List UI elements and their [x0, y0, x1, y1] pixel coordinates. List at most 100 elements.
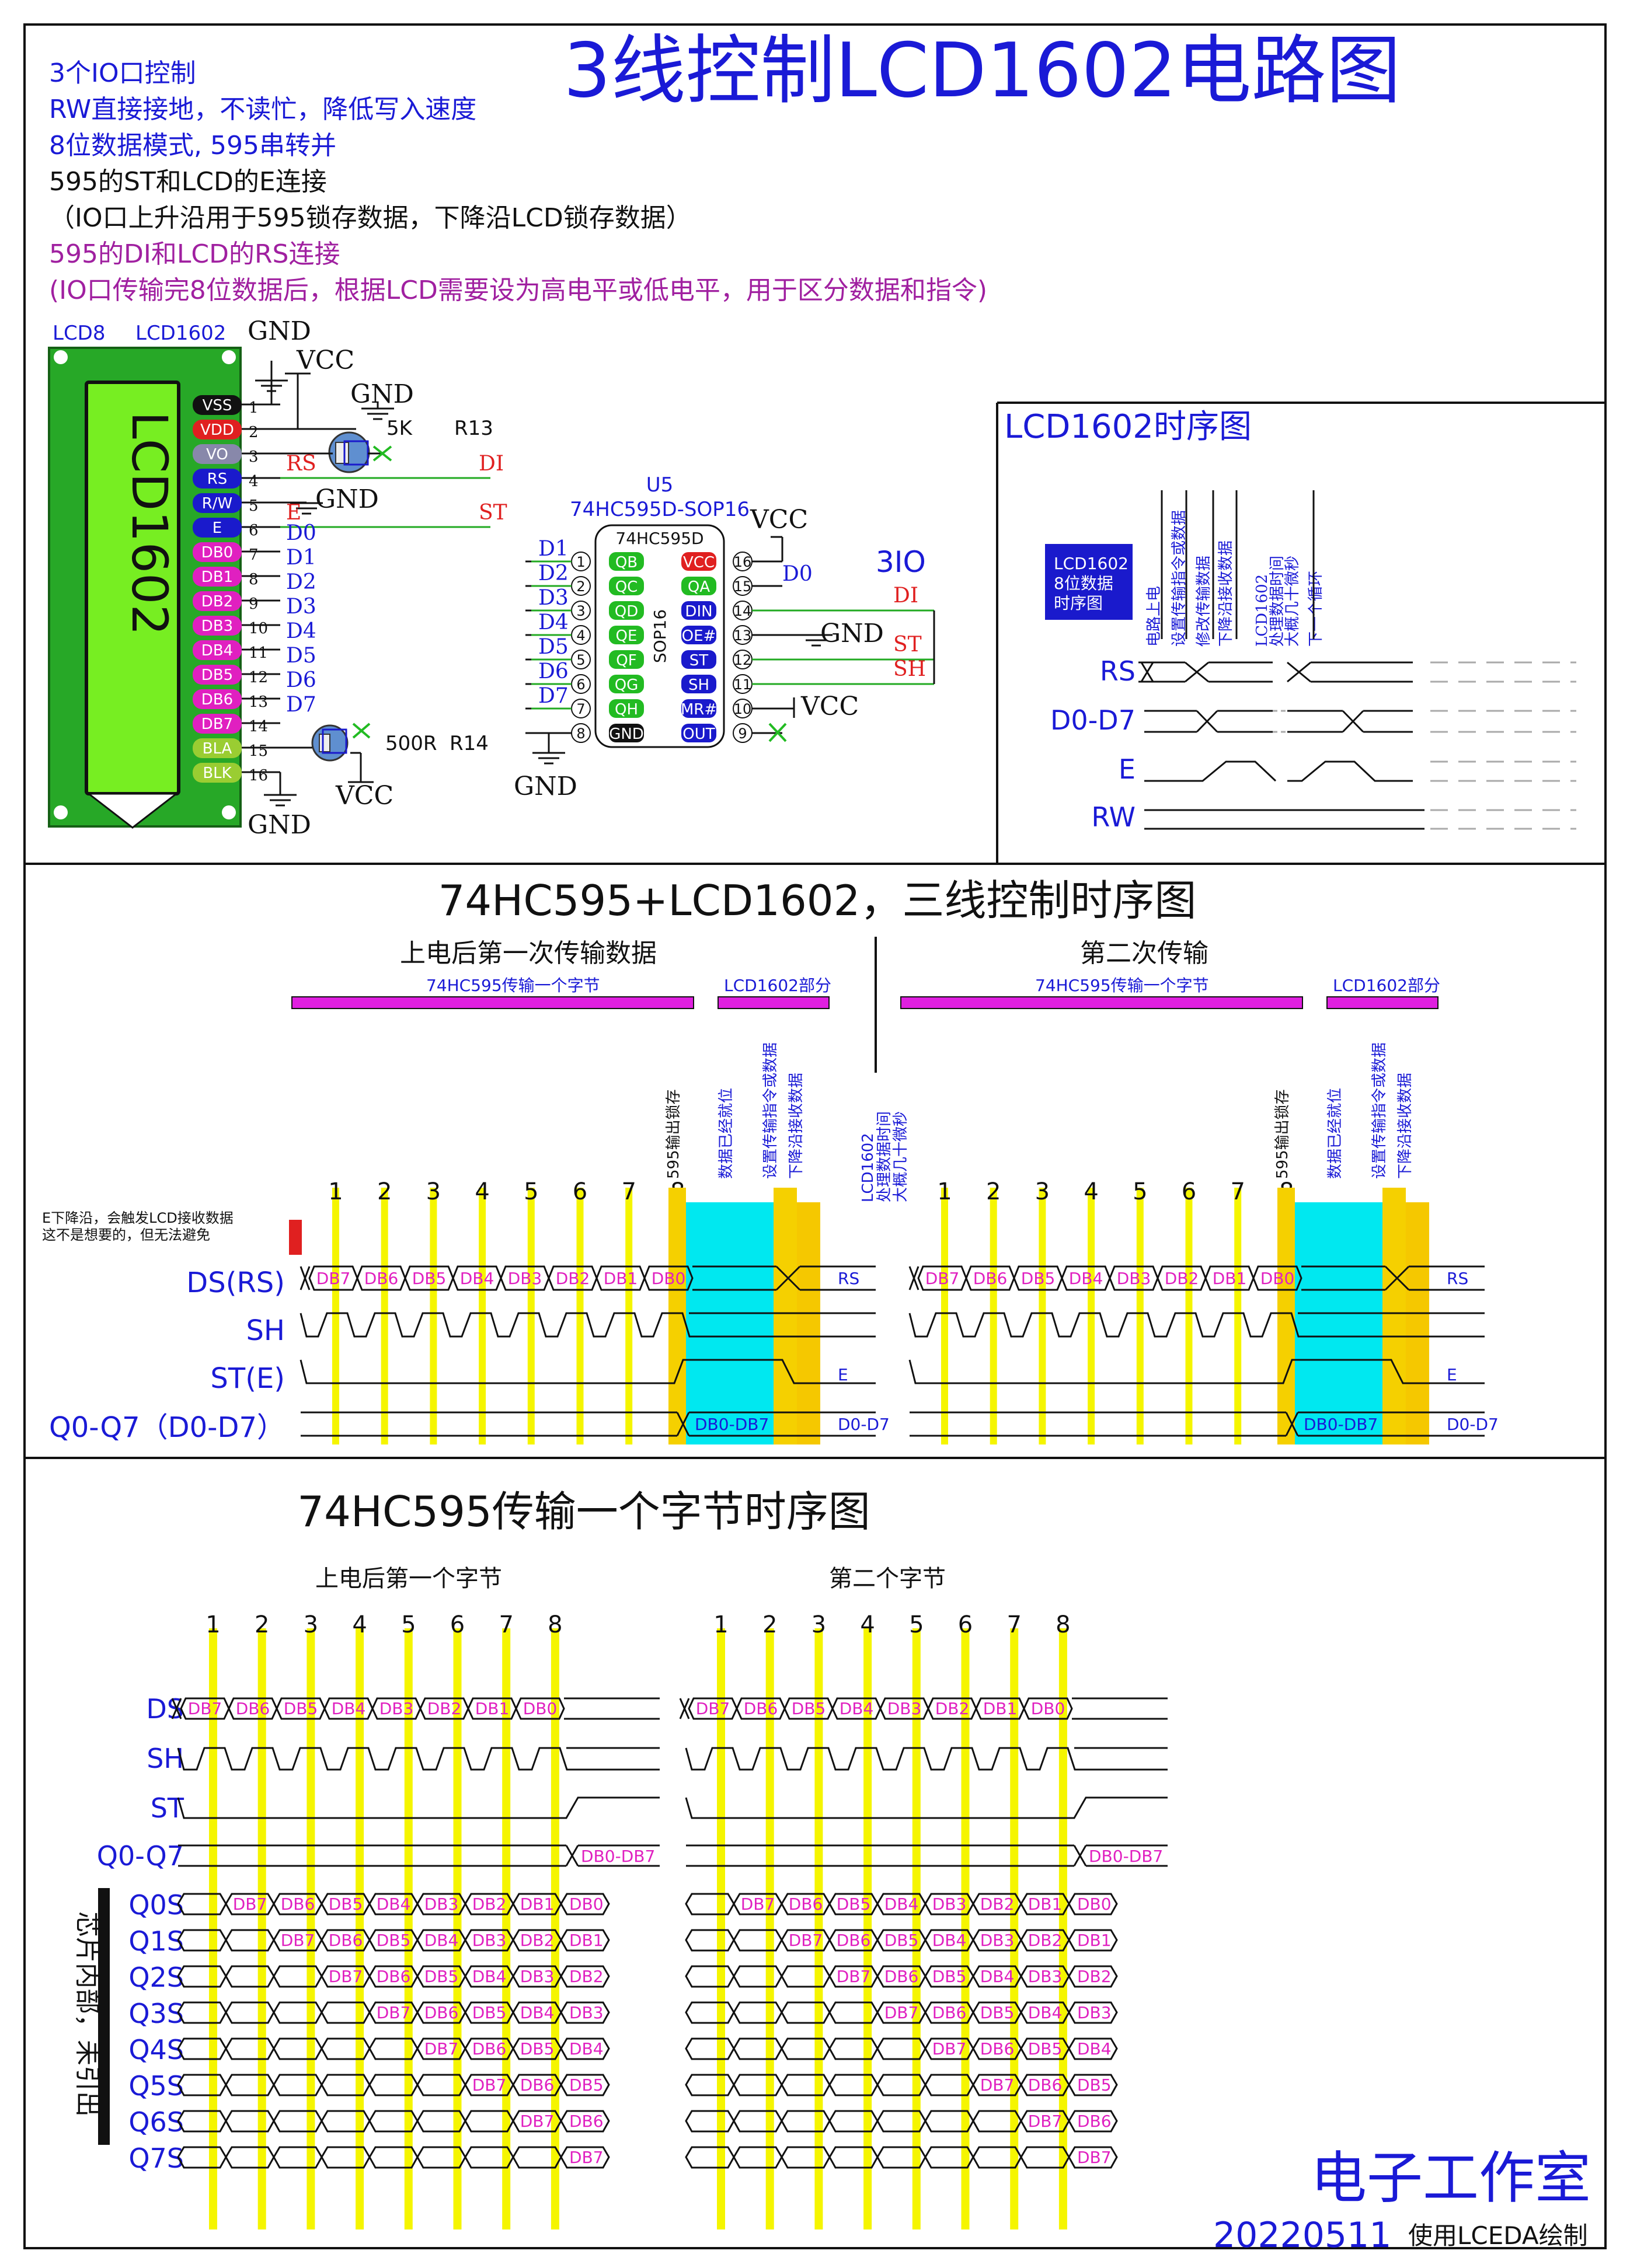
span-label: LCD1602部分 [1333, 976, 1440, 995]
lcd-latch-zone [797, 1202, 820, 1444]
chip-pin-label: QG [615, 676, 639, 694]
byte-signal-label: ST [151, 1792, 184, 1824]
lcd-pin-label: DB3 [201, 617, 233, 635]
register-cell [1068, 2110, 1118, 2133]
pin-number: 13 [734, 627, 752, 644]
lcd-pin-label: DB1 [201, 568, 233, 586]
clock-number: 2 [986, 1178, 1001, 1205]
phase-vertical-label: 数据已经就位 [718, 1088, 735, 1179]
register-bit-label: DB4 [1077, 2039, 1112, 2058]
ds-bit-label: DB7 [188, 1699, 222, 1718]
lcd-processing-label: 大概几十微秒 [892, 1111, 910, 1202]
ds-bit-label: DB4 [1069, 1269, 1103, 1288]
ds-bit-label: DB1 [604, 1269, 638, 1288]
net-data: D7 [538, 684, 569, 708]
lcd-pin-label: R/W [202, 495, 233, 512]
ds-bit-label: DB4 [332, 1699, 366, 1718]
phase-vertical-label: 数据已经就位 [1326, 1088, 1344, 1179]
net-data: D4 [286, 619, 316, 643]
register-bit-label: DB7 [377, 2003, 411, 2022]
phase-vertical-label: 595输出锁存 [1274, 1089, 1291, 1179]
note-line: （IO口上升沿用于595锁存数据，下降沿LCD锁存数据） [49, 203, 692, 233]
chip-pin-st [681, 650, 716, 669]
phase-vertical-label: 595输出锁存 [665, 1089, 682, 1179]
clock-guide [381, 1188, 388, 1444]
timing-signal-label: RW [1091, 801, 1136, 833]
clock-number: 3 [304, 1611, 318, 1638]
register-bit-label: DB3 [472, 1931, 507, 1950]
register-bit-label: DB7 [789, 1931, 823, 1950]
ds-bit-cell [643, 1265, 694, 1291]
register-bit-label: DB1 [569, 1931, 604, 1950]
register-bit-label: DB4 [884, 1894, 919, 1914]
phase-label: 第二个字节 [829, 1565, 946, 1592]
pot-ref: R14 [450, 732, 489, 755]
lcd-pin-label: BLK [203, 765, 232, 782]
ds-bit-label: DB3 [887, 1699, 922, 1718]
ds-bit-label: DB1 [1213, 1269, 1247, 1288]
register-bit-label: DB3 [520, 1967, 555, 1986]
no-connect-x [352, 723, 371, 739]
chip-pin-label: DIN [685, 603, 712, 620]
net-data: D3 [538, 586, 569, 610]
wire [908, 1266, 920, 1290]
clock-number: 1 [937, 1178, 952, 1205]
pin-number: 15 [734, 578, 752, 595]
clock-guide [1010, 1628, 1019, 2229]
pot-knob [335, 442, 349, 464]
register-cell [560, 2074, 610, 2096]
lcd-connector [86, 793, 179, 829]
ds-bit-label: DB0 [523, 1699, 558, 1718]
chip-pin-label: QC [615, 578, 638, 596]
register-bit-label: DB5 [884, 1931, 919, 1950]
register-cell [177, 1929, 227, 1952]
register-bit-label: DB4 [472, 1967, 507, 1986]
clock-number: 5 [1133, 1178, 1147, 1205]
clock-number: 2 [255, 1611, 269, 1638]
mid-signal-label: ST(E) [210, 1362, 285, 1395]
register-bit-label: DB4 [377, 1894, 411, 1914]
byte-signal-label: SH [147, 1743, 184, 1774]
ds-bit-label: DB4 [840, 1699, 874, 1718]
gnd-label: GND [820, 619, 884, 648]
register-bit-label: DB4 [520, 2003, 555, 2022]
register-cell [733, 2074, 783, 2096]
q-label: DB0-DB7 [581, 1847, 655, 1866]
chip-body-label: 74HC595D [615, 529, 703, 548]
note-line: 3个IO口控制 [49, 58, 196, 88]
register-bit-label: DB4 [980, 1967, 1015, 1986]
clock-guide [257, 1628, 266, 2229]
lcd-processing-label: LCD1602 [859, 1133, 877, 1202]
register-bit-label: DB3 [1028, 1967, 1063, 1986]
timing-signal-label: E [1119, 753, 1136, 785]
byte-signal-label: Q0-Q7 [97, 1840, 184, 1872]
clock-guide [576, 1188, 584, 1444]
phase-label: 上电后第一次传输数据 [400, 938, 657, 968]
register-bit-label: DB6 [329, 1931, 363, 1950]
ds-bit-label: DB2 [427, 1699, 462, 1718]
clock-number: 3 [811, 1611, 826, 1638]
internal-signal-label: Q2S [128, 1962, 184, 1993]
lcd-pin-label: BLA [203, 740, 232, 758]
span-bar-595 [291, 996, 694, 1009]
clock-guide [209, 1628, 217, 2229]
lcd-box-text: LCD1602 [1054, 554, 1129, 573]
rs-cross [1384, 1265, 1410, 1291]
internal-note: 芯片内部，未引出 [72, 1911, 102, 2117]
ds-bit-cell [515, 1697, 565, 1720]
lcd-part: LCD1602 [135, 322, 226, 345]
register-bit-label: DB1 [520, 1894, 555, 1914]
lcd-pin-db3 [193, 616, 242, 636]
lcd-pin-r/w [193, 493, 242, 513]
page-border [23, 23, 1607, 2249]
register-bit-label: DB5 [424, 1967, 459, 1986]
chip-pin-label: QB [615, 554, 638, 571]
page-title: 3线控制LCD1602电路图 [563, 27, 1401, 114]
register-bit-label: DB6 [932, 2003, 967, 2022]
ds-bit-label: DB7 [696, 1699, 730, 1718]
clock-guide [961, 1628, 970, 2229]
pin-number: 14 [734, 603, 752, 619]
lcd-pin-vdd [193, 420, 242, 439]
chip-pin-qg [609, 675, 644, 693]
